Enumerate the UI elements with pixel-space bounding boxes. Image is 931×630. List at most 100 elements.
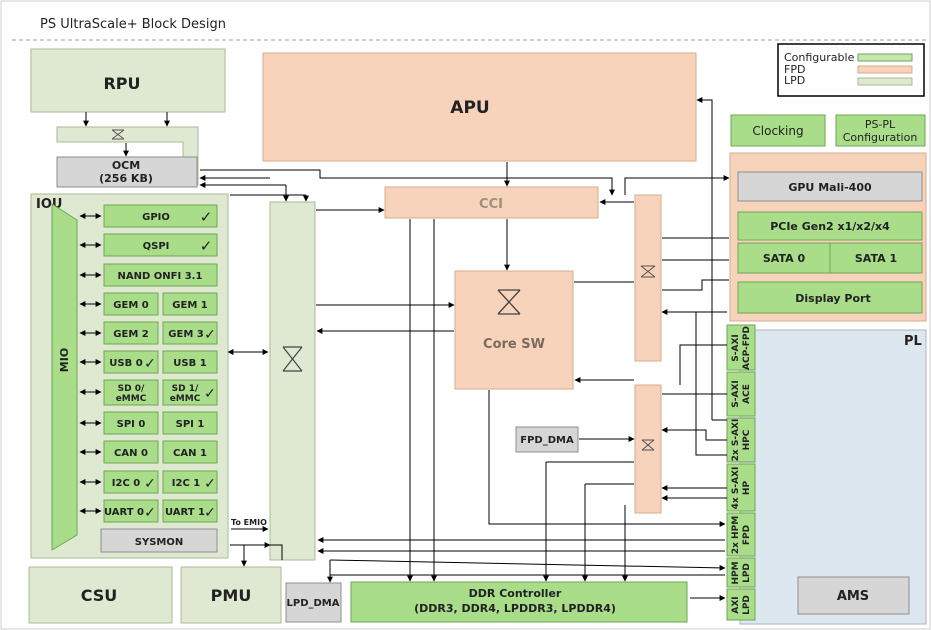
ps-pl-configuration-label: Configuration	[843, 131, 918, 144]
pmu-label: PMU	[211, 586, 252, 605]
sd1-block	[162, 379, 218, 406]
sd1-label: SD 1/	[172, 384, 199, 394]
ddr-label: DDR Controller	[469, 587, 562, 600]
port-acp-label-1: S-AXI	[731, 334, 741, 361]
can1-block	[162, 440, 218, 464]
fpd-switch-lower	[634, 384, 662, 514]
nand-block	[103, 263, 218, 287]
to-emio-label: To EMIO	[231, 518, 267, 527]
port-hpc-label-1: 2x S-AXI	[731, 419, 741, 462]
gpu-label: GPU Mali-400	[788, 181, 872, 194]
rpu-switch-icon	[111, 129, 125, 140]
pl-axi-ports: S-AXI ACP-FPD S-AXI ACE 2x S-AXI HPC 4x …	[726, 324, 756, 621]
apu-block	[262, 52, 697, 162]
cci-block	[384, 186, 599, 219]
core-switch-icon	[497, 289, 521, 315]
sd1-check-icon: ✓	[204, 386, 216, 402]
port-axi-lpd-label-1: AXI	[731, 596, 741, 613]
pl-region	[739, 329, 927, 625]
i2c0-check-icon: ✓	[144, 476, 156, 492]
legend-fpd-label: FPD	[784, 63, 805, 76]
port-acp-label-2: ACP-FPD	[742, 326, 752, 370]
port-hpm-lpd-label-2: LPD	[742, 563, 752, 583]
spi0-block	[103, 411, 159, 435]
port-hpm-fpd-label-1: 2x HPM	[731, 516, 741, 554]
csu-block	[28, 566, 173, 624]
lpd-switch-icon	[282, 346, 303, 372]
can1-label: CAN 1	[173, 448, 207, 459]
usb0-check-icon: ✓	[144, 356, 156, 372]
ams-label: AMS	[837, 589, 869, 604]
gem3-block	[162, 321, 218, 345]
legend-lpd-label: LPD	[784, 74, 805, 87]
sysmon-block	[100, 528, 218, 553]
iou-peripherals: GPIO ✓ QSPI ✓ NAND ONFI 3.1 GEM 0 GEM 1 …	[100, 204, 218, 553]
sd0-label: SD 0/	[118, 384, 145, 394]
usb1-label: USB 1	[173, 358, 206, 369]
sata1-block	[829, 242, 923, 274]
mio-mux	[51, 203, 78, 551]
ocm-size-label: (256 KB)	[99, 172, 153, 185]
uart1-label: UART 1	[165, 507, 205, 518]
gem2-block	[103, 321, 159, 345]
core-switch-label: Core SW	[483, 337, 545, 352]
port-hp-label-1: 4x S-AXI	[731, 467, 741, 510]
clocking-label: Clocking	[752, 124, 803, 138]
spi1-block	[162, 411, 218, 435]
sd0-emmc-label: eMMC	[116, 394, 147, 404]
core-switch-block	[454, 270, 574, 390]
gem3-label: GEM 3	[168, 329, 203, 340]
diagram-title: PS UltraScale+ Block Design	[40, 17, 226, 32]
port-hp-label-2: HP	[742, 481, 752, 496]
gpio-label: GPIO	[142, 212, 170, 223]
sysmon-label: SYSMON	[135, 537, 183, 548]
pl-label: PL	[904, 334, 922, 349]
csu-label: CSU	[81, 586, 118, 605]
interconnects	[83, 97, 730, 601]
fpd-switch-upper-icon	[640, 265, 656, 278]
ocm-label: OCM	[112, 159, 140, 172]
fpd-dma-block	[515, 426, 579, 453]
rpu-label: RPU	[103, 74, 140, 93]
ocm-block	[56, 156, 198, 188]
uart0-block	[103, 499, 159, 523]
can0-block	[103, 440, 159, 464]
gem1-label: GEM 1	[172, 300, 207, 311]
ddr-types-label: (DDR3, DDR4, LPDDR3, LPDDR4)	[414, 602, 616, 615]
sd0-block	[103, 379, 159, 406]
pcie-block	[737, 211, 923, 241]
port-ace-label-2: ACE	[742, 384, 752, 404]
gem3-check-icon: ✓	[204, 327, 216, 343]
legend-fpd-swatch	[857, 65, 913, 74]
spi0-label: SPI 0	[117, 419, 146, 430]
uart0-label: UART 0	[104, 507, 144, 518]
sata0-label: SATA 0	[763, 252, 806, 265]
rpu-block	[30, 48, 226, 113]
port-axi-lpd-label-2: LPD	[742, 595, 752, 615]
qspi-label: QSPI	[143, 241, 170, 252]
gpio-check-icon: ✓	[200, 208, 213, 226]
gem0-block	[103, 292, 159, 316]
port-hpm-fpd-label-2: FPD	[742, 525, 752, 545]
uart0-check-icon: ✓	[144, 505, 156, 521]
cci-label: CCI	[479, 197, 503, 212]
mio-arrows	[79, 213, 102, 514]
port-hpm-fpd	[726, 512, 756, 557]
fpd-switch-upper	[634, 194, 662, 362]
port-ace-label-1: S-AXI	[731, 380, 741, 407]
legend-lpd-swatch	[857, 77, 913, 86]
legend: Configurable FPD LPD	[777, 43, 925, 97]
display-port-label: Display Port	[795, 292, 870, 305]
fpd-switch-lower-icon	[641, 439, 655, 451]
i2c1-label: I2C 1	[172, 478, 200, 489]
port-s-axi-acp-fpd	[726, 324, 756, 371]
qspi-check-icon: ✓	[200, 237, 213, 255]
lpd-dma-block	[285, 582, 342, 623]
port-s-axi-hp	[726, 463, 756, 512]
gem2-label: GEM 2	[113, 329, 148, 340]
legend-configurable-label: Configurable	[784, 51, 855, 64]
i2c1-check-icon: ✓	[204, 476, 216, 492]
usb1-block	[162, 350, 218, 374]
